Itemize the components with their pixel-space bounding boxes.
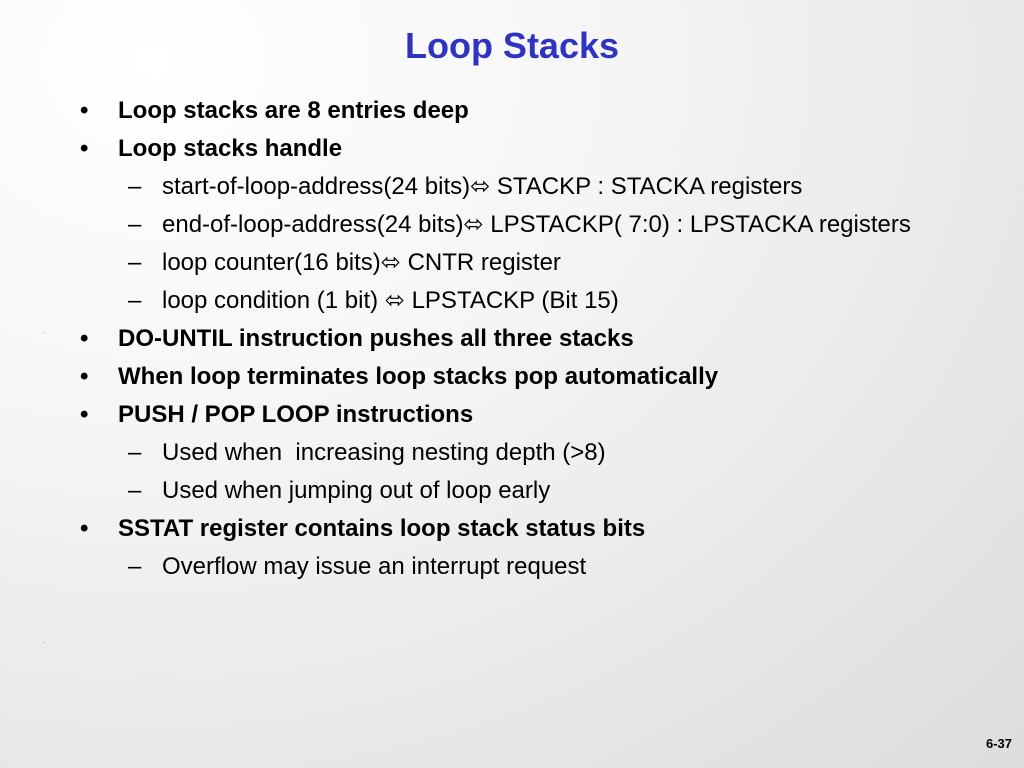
sub-bullet-marker: – (128, 477, 142, 504)
bullet-item: • When loop terminates loop stacks pop a… (0, 362, 1024, 392)
sub-bullet-marker: – (128, 439, 142, 466)
slide-title: Loop Stacks (404, 25, 620, 66)
bullet-item: • Loop stacks handle (0, 134, 1024, 164)
bullet-marker: • (80, 325, 89, 352)
sub-bullet-text: Used when jumping out of loop early (162, 477, 551, 504)
decorative-dot (44, 642, 45, 643)
bullet-marker: • (80, 363, 89, 390)
sub-bullet-item: – loop condition (1 bit) ⬄ LPSTACKP (Bit… (0, 286, 1024, 316)
bullet-item: • Loop stacks are 8 entries deep (0, 96, 1024, 126)
sub-bullet-text: Used when increasing nesting depth (>8) (162, 439, 606, 466)
sub-bullet-marker: – (128, 287, 142, 314)
page-number: 6-37 (985, 736, 1012, 751)
bullet-text: SSTAT register contains loop stack statu… (118, 515, 646, 542)
sub-bullet-marker: – (128, 553, 142, 580)
bullet-item: • DO-UNTIL instruction pushes all three … (0, 324, 1024, 354)
sub-bullet-item: – end-of-loop-address(24 bits)⬄ LPSTACKP… (0, 210, 1024, 240)
bullet-item: • SSTAT register contains loop stack sta… (0, 514, 1024, 544)
decorative-dot (44, 332, 45, 333)
sub-bullet-text: end-of-loop-address(24 bits)⬄ LPSTACKP( … (162, 211, 911, 238)
bullet-marker: • (80, 515, 89, 542)
bullet-marker: • (80, 97, 89, 124)
sub-bullet-item: – Used when increasing nesting depth (>8… (0, 438, 1024, 468)
sub-bullet-marker: – (128, 249, 142, 276)
sub-bullet-marker: – (128, 211, 142, 238)
sub-bullet-text: loop condition (1 bit) ⬄ LPSTACKP (Bit 1… (162, 287, 619, 314)
sub-bullet-item: – start-of-loop-address(24 bits)⬄ STACKP… (0, 172, 1024, 202)
sub-bullet-item: – Used when jumping out of loop early (0, 476, 1024, 506)
bullet-text: Loop stacks are 8 entries deep (118, 97, 469, 124)
sub-bullet-text: start-of-loop-address(24 bits)⬄ STACKP :… (162, 173, 803, 200)
bullet-marker: • (80, 135, 89, 162)
bullet-text: When loop terminates loop stacks pop aut… (118, 363, 719, 390)
bullet-text: DO-UNTIL instruction pushes all three st… (118, 325, 634, 352)
bullet-item: • PUSH / POP LOOP instructions (0, 400, 1024, 430)
sub-bullet-item: – loop counter(16 bits)⬄ CNTR register (0, 248, 1024, 278)
sub-bullet-text: Overflow may issue an interrupt request (162, 553, 587, 580)
sub-bullet-item: – Overflow may issue an interrupt reques… (0, 552, 1024, 582)
slide-content: • Loop stacks are 8 entries deep • Loop … (0, 96, 1024, 590)
sub-bullet-marker: – (128, 173, 142, 200)
bullet-marker: • (80, 401, 89, 428)
sub-bullet-text: loop counter(16 bits)⬄ CNTR register (162, 249, 561, 276)
bullet-text: PUSH / POP LOOP instructions (118, 401, 474, 428)
bullet-text: Loop stacks handle (118, 135, 343, 162)
